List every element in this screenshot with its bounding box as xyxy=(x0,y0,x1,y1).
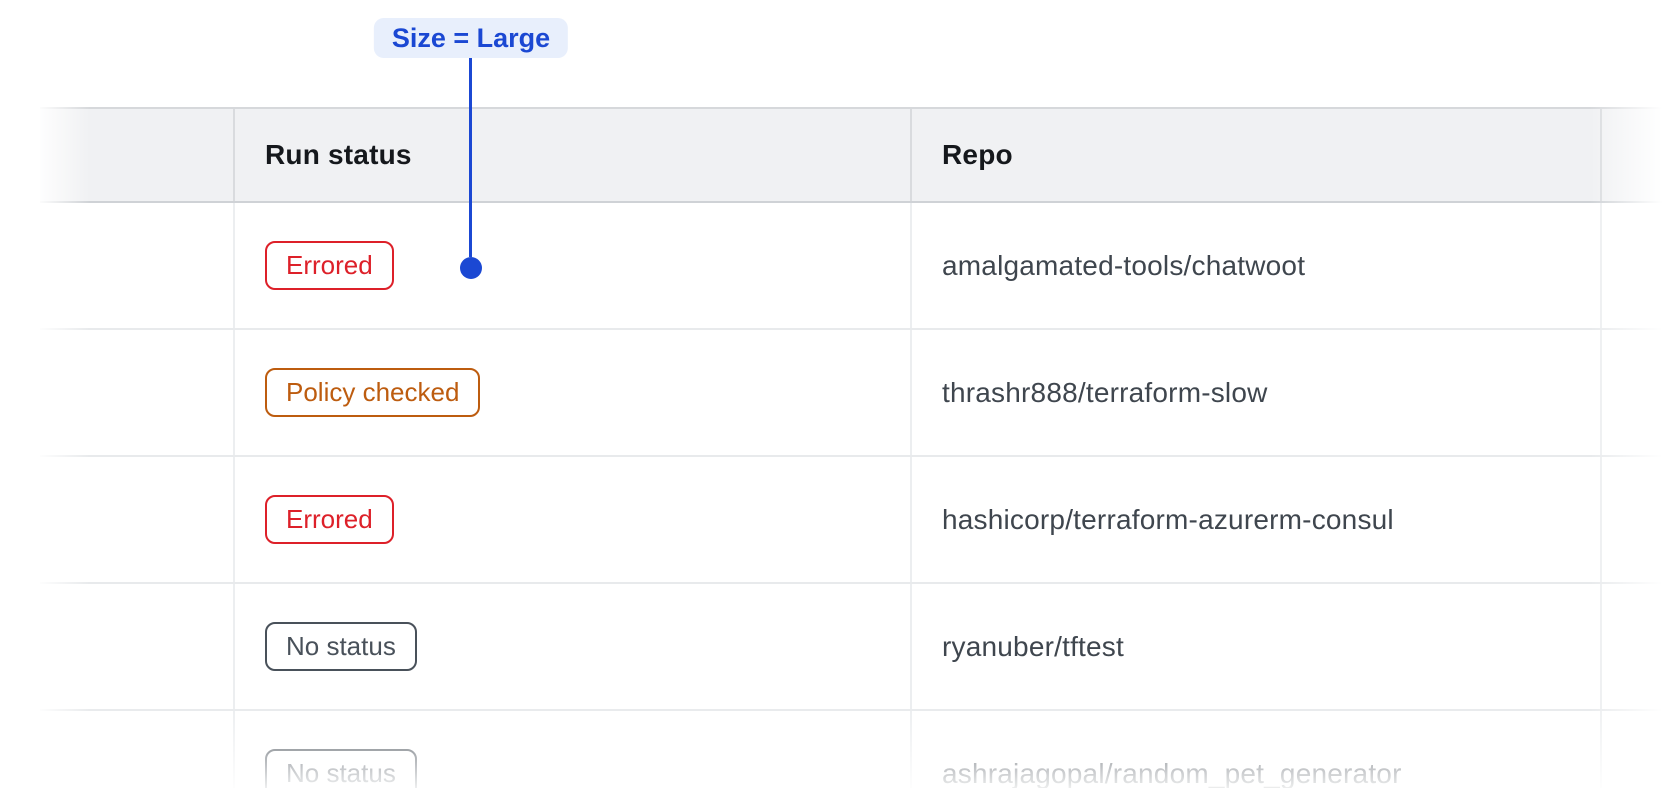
run-status-badge: No status xyxy=(265,622,417,671)
run-status-badge: Policy checked xyxy=(265,368,481,417)
empty-cell xyxy=(40,330,233,455)
empty-cell xyxy=(1600,711,1672,788)
run-status-cell: Errored xyxy=(233,203,910,328)
runs-table: Run status Repo Errored amalgamated-tool… xyxy=(40,107,1672,788)
empty-cell xyxy=(1600,330,1672,455)
callout-dot xyxy=(460,257,482,279)
header-empty-cell xyxy=(40,109,233,201)
run-status-cell: Policy checked xyxy=(233,330,910,455)
table-row[interactable]: Errored amalgamated-tools/chatwoot xyxy=(40,203,1672,330)
repo-name: amalgamated-tools/chatwoot xyxy=(942,249,1306,281)
table-row[interactable]: Policy checked thrashr888/terraform-slow xyxy=(40,330,1672,457)
table-row[interactable]: No status ryanuber/tftest xyxy=(40,584,1672,711)
repo-cell: ashrajagopal/random_pet_generator xyxy=(910,711,1600,788)
callout-line xyxy=(469,57,472,257)
repo-cell: amalgamated-tools/chatwoot xyxy=(910,203,1600,328)
run-status-badge: Errored xyxy=(265,241,394,290)
empty-cell xyxy=(1600,457,1672,582)
run-status-badge: No status xyxy=(265,749,417,788)
run-status-cell: Errored xyxy=(233,457,910,582)
repo-name: hashicorp/terraform-azurerm-consul xyxy=(942,503,1394,535)
header-run-status: Run status xyxy=(233,109,910,201)
repo-name: ryanuber/tftest xyxy=(942,630,1124,662)
empty-cell xyxy=(40,457,233,582)
empty-cell xyxy=(1600,584,1672,709)
empty-cell xyxy=(1600,203,1672,328)
run-status-badge: Errored xyxy=(265,495,394,544)
run-status-cell: No status xyxy=(233,711,910,788)
table-row[interactable]: Errored hashicorp/terraform-azurerm-cons… xyxy=(40,457,1672,584)
repo-cell: thrashr888/terraform-slow xyxy=(910,330,1600,455)
header-repo: Repo xyxy=(910,109,1600,201)
size-large-annotation-chip: Size = Large xyxy=(373,18,569,58)
run-status-cell: No status xyxy=(233,584,910,709)
repo-name: ashrajagopal/random_pet_generator xyxy=(942,757,1402,788)
repo-name: thrashr888/terraform-slow xyxy=(942,376,1268,408)
empty-cell xyxy=(40,203,233,328)
table-row[interactable]: No status ashrajagopal/random_pet_genera… xyxy=(40,711,1672,788)
repo-cell: ryanuber/tftest xyxy=(910,584,1600,709)
empty-cell xyxy=(40,584,233,709)
empty-cell xyxy=(40,711,233,788)
table-header-row: Run status Repo xyxy=(40,107,1672,203)
header-empty-cell xyxy=(1600,109,1672,201)
repo-cell: hashicorp/terraform-azurerm-consul xyxy=(910,457,1600,582)
